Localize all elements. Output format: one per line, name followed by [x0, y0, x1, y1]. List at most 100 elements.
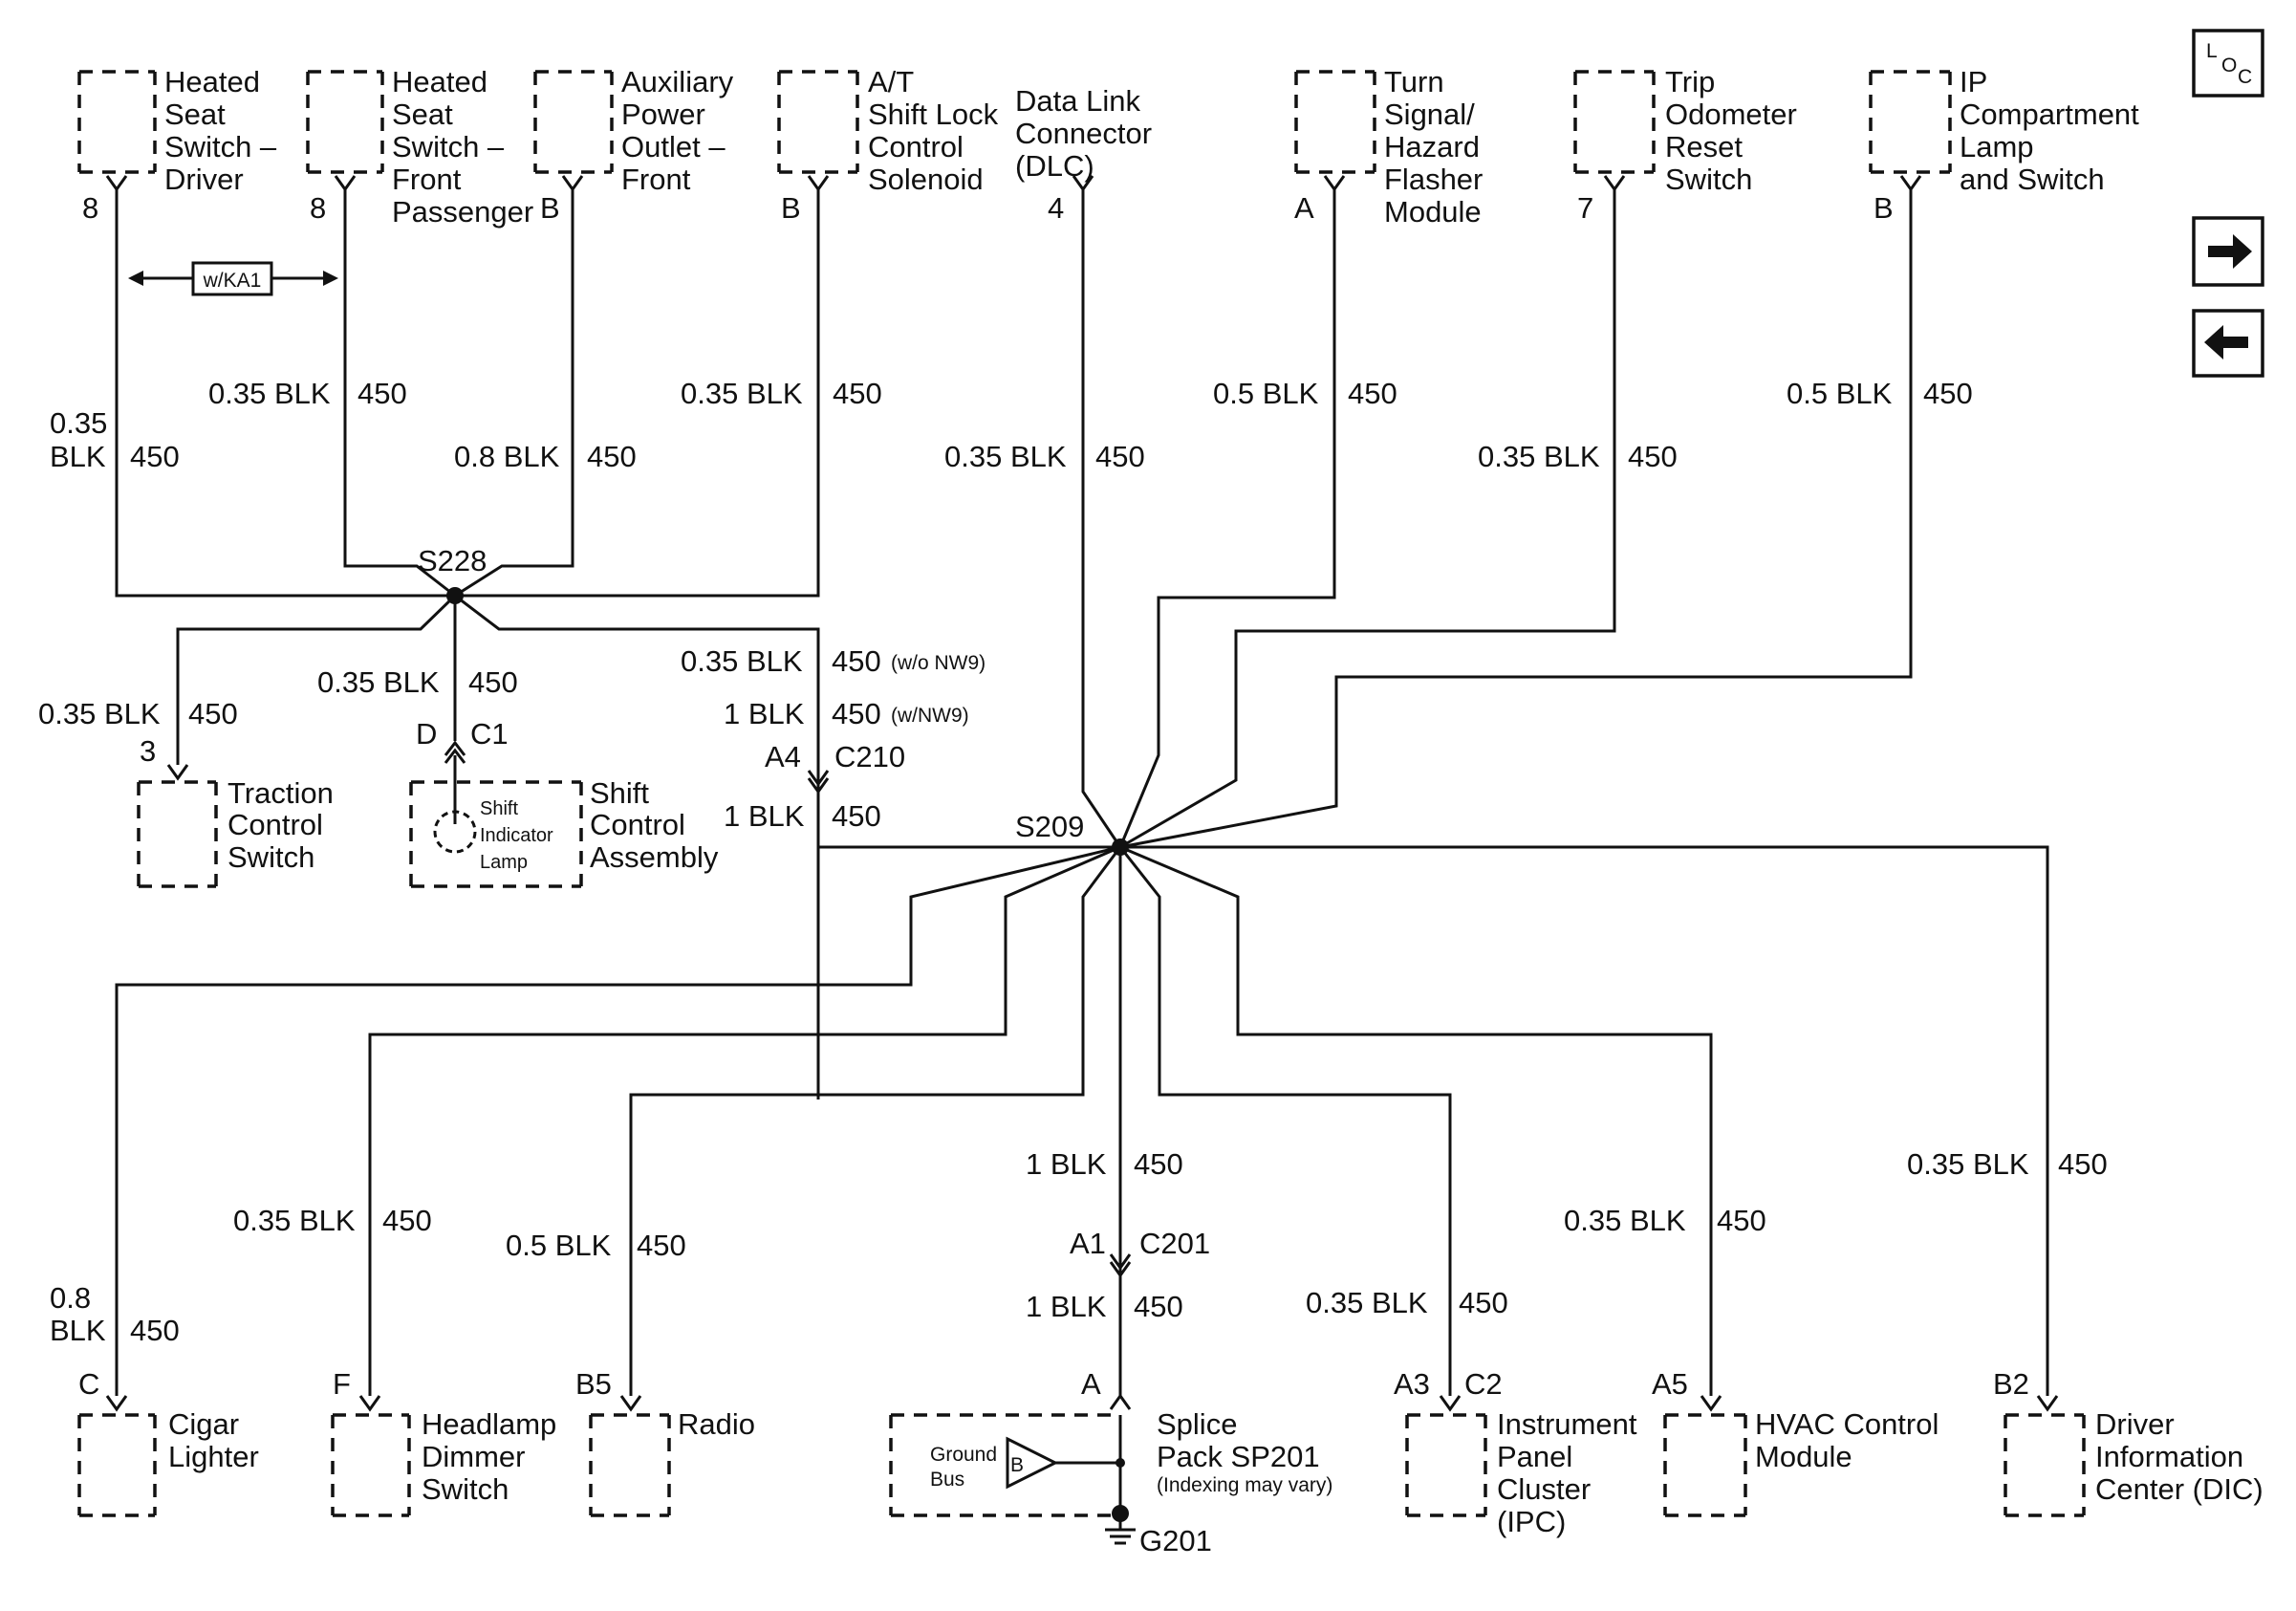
- connector-label: C201: [1139, 1227, 1210, 1260]
- component-label: Switch: [422, 1472, 509, 1506]
- circuit-label: 450: [832, 644, 881, 678]
- component-label: Instrument: [1497, 1407, 1637, 1441]
- s228-s209-link: 0.35 BLK 450 (w/o NW9) 1 BLK 450 (w/NW9)…: [681, 644, 986, 833]
- wire-label: 0.35 BLK: [681, 644, 803, 678]
- loc-button[interactable]: L O C: [2192, 29, 2264, 98]
- radio: 0.5 BLK 450 B5 Radio: [506, 1229, 755, 1517]
- aux-power-outlet-box: Auxiliary Power Outlet – Front B: [533, 65, 734, 225]
- component-label: Seat: [164, 98, 226, 131]
- component-label: Shift Lock: [868, 98, 999, 131]
- component-label: IP: [1960, 65, 1987, 98]
- shift-control-assembly: 0.35 BLK 450 D C1 Shift Indicator Lamp S…: [317, 665, 719, 888]
- circuit-label: 450: [637, 1229, 686, 1262]
- component-label: Center (DIC): [2095, 1472, 2264, 1506]
- component-note: (Indexing may vary): [1157, 1474, 1332, 1496]
- pin-label: 8: [82, 191, 98, 225]
- component-label: Heated: [392, 65, 487, 98]
- s228-splice-dot: [446, 587, 464, 604]
- component-label: (IPC): [1497, 1505, 1566, 1538]
- circuit-label: 450: [832, 799, 881, 833]
- component-label: Data Link: [1015, 84, 1140, 118]
- component-label: Switch –: [164, 130, 277, 163]
- component-label: HVAC Control: [1755, 1407, 1939, 1441]
- circuit-label: 450: [1923, 377, 1973, 410]
- at-shift-lock-box: A/T Shift Lock Control Solenoid B: [777, 65, 999, 225]
- ip-compartment-lamp-box: IP Compartment Lamp and Switch B: [1869, 65, 2139, 225]
- wire-label: 0.5 BLK: [1213, 377, 1319, 410]
- component-label: Driver: [164, 163, 244, 196]
- wire-label: 0.8 BLK: [454, 440, 560, 473]
- circuit-label: 450: [2058, 1147, 2108, 1181]
- wire-label: 0.35 BLK: [38, 697, 161, 730]
- pin-label: A5: [1652, 1367, 1688, 1401]
- component-label: Seat: [392, 98, 453, 131]
- component-label: Shift: [590, 776, 649, 810]
- ground-dot: [1112, 1505, 1129, 1522]
- component-label: Signal/: [1384, 98, 1475, 131]
- circuit-label: 450: [130, 440, 180, 473]
- prev-page-button[interactable]: [2192, 309, 2264, 378]
- driver-information-center: 0.35 BLK 450 B2 Driver Information Cente…: [1907, 1147, 2264, 1517]
- hvac-control-module: 0.35 BLK 450 A5 HVAC Control Module: [1564, 1204, 1939, 1517]
- next-page-button[interactable]: [2192, 216, 2264, 287]
- ground-label: G201: [1139, 1524, 1212, 1557]
- component-label: Panel: [1497, 1440, 1572, 1473]
- component-label: Radio: [678, 1407, 755, 1441]
- s209-label: S209: [1015, 810, 1084, 843]
- wire-size-label: 0.8: [50, 1281, 91, 1315]
- component-label: Auxiliary: [621, 65, 734, 98]
- component-label: A/T: [868, 65, 914, 98]
- wire-size-label: 0.35: [50, 406, 107, 440]
- wire-label: 0.35 BLK: [1564, 1204, 1686, 1237]
- ground-bus-label: Bus: [930, 1469, 964, 1491]
- pin-label: A1: [1070, 1227, 1106, 1260]
- arrow-right-icon: [2208, 234, 2252, 269]
- cigar-lighter: 0.8 BLK 450 C Cigar Lighter: [50, 1281, 259, 1517]
- arrow-left-icon: [2204, 325, 2248, 359]
- component-label: Front: [621, 163, 691, 196]
- pin-label: B5: [575, 1367, 612, 1401]
- component-label: Front: [392, 163, 462, 196]
- component-label: (DLC): [1015, 149, 1094, 183]
- pin-label: D: [416, 717, 437, 751]
- wire-label: 1 BLK: [724, 799, 805, 833]
- component-label: Cigar: [168, 1407, 239, 1441]
- circuit-label: 450: [357, 377, 407, 410]
- pin-label: A3: [1394, 1367, 1430, 1401]
- heated-seat-driver-box: Heated Seat Switch – Driver 8: [77, 65, 277, 225]
- pin-label: B: [1874, 191, 1894, 225]
- circuit-label: 450: [468, 665, 518, 699]
- inner-label: Shift: [480, 798, 518, 819]
- ka1-option-label: w/KA1: [203, 270, 262, 292]
- component-label: Power: [621, 98, 705, 131]
- ka1-option-marker: w/KA1: [128, 261, 338, 296]
- wire-color-label: BLK: [50, 440, 106, 473]
- pin-label: B: [781, 191, 801, 225]
- component-label: Passenger: [392, 195, 533, 229]
- wire-label: 0.35 BLK: [208, 377, 331, 410]
- connector-label: C2: [1464, 1367, 1503, 1401]
- component-label: Connector: [1015, 117, 1152, 150]
- component-label: Cluster: [1497, 1472, 1591, 1506]
- pin-label: 8: [310, 191, 326, 225]
- component-label: Outlet –: [621, 130, 726, 163]
- splice-pack-sp201: 1 BLK 450 A1 C201 1 BLK 450 A Ground Bus…: [889, 1147, 1332, 1557]
- component-label: Dimmer: [422, 1440, 526, 1473]
- turn-signal-flasher-box: Turn Signal/ Hazard Flasher Module A: [1294, 65, 1483, 229]
- loc-o-text: O: [2221, 54, 2237, 76]
- circuit-label: 450: [382, 1204, 432, 1237]
- component-label: Control: [227, 808, 323, 841]
- inner-label: Lamp: [480, 852, 528, 873]
- circuit-label: 450: [1095, 440, 1145, 473]
- circuit-label: 450: [1134, 1290, 1183, 1323]
- circuit-label: 450: [1628, 440, 1678, 473]
- component-label: Splice: [1157, 1407, 1237, 1441]
- circuit-label: 450: [130, 1314, 180, 1347]
- trip-odometer-reset-box: Trip Odometer Reset Switch 7: [1573, 65, 1797, 225]
- traction-control-switch: 0.35 BLK 450 3 Traction Control Switch: [38, 697, 334, 888]
- wire-label: 0.35 BLK: [317, 665, 440, 699]
- component-label: Reset: [1665, 130, 1743, 163]
- component-label: Traction: [227, 776, 334, 810]
- wire-label: 0.5 BLK: [506, 1229, 612, 1262]
